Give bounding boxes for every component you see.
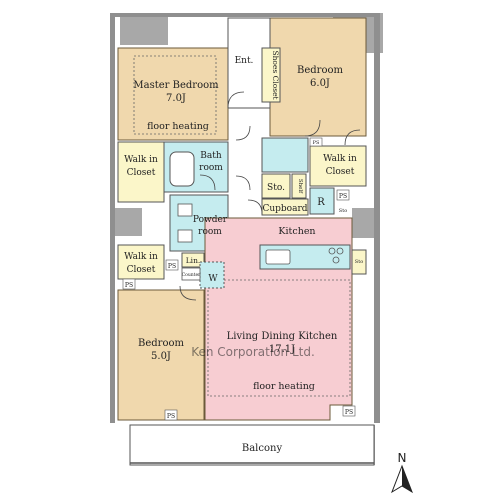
toilet-area — [261, 137, 309, 173]
shelf-area — [291, 173, 307, 199]
south-bedroom-size: 5.0J — [151, 351, 171, 362]
master-bedroom-area — [117, 47, 229, 141]
ps-marker-5: PS — [345, 409, 353, 416]
walk-in-closet-left-area — [117, 141, 165, 203]
north-arrow-icon: N — [391, 451, 413, 494]
ldk-label: Living Dining Kitchen — [227, 331, 338, 342]
compass-label: N — [398, 451, 407, 465]
linen-label: Lin. — [186, 256, 201, 265]
cupboard-label: Cupboard — [262, 204, 307, 214]
stove-burner-3 — [332, 256, 340, 264]
refrigerator-label: R — [317, 197, 325, 208]
ldk-heating-zone — [207, 279, 351, 397]
sto-small-label-1: Sto — [339, 208, 347, 214]
walk-in-closet-lower-line1: Walk in — [124, 252, 158, 262]
bath-label-line1: Bath — [200, 151, 222, 161]
stove-burner-2 — [336, 247, 344, 255]
ldk-heating-note: floor heating — [253, 381, 315, 392]
ps-marker-2: PS — [168, 263, 176, 270]
north-bedroom-size: 6.0J — [310, 78, 330, 89]
entrance-label: Ent. — [235, 56, 254, 66]
counter-area — [181, 267, 201, 281]
shelf-label: Shelf — [297, 179, 303, 194]
ps-markers: PS PS PS PS PS PS Sto Sto — [122, 137, 363, 421]
balcony-area — [129, 424, 375, 466]
stove-burner-1 — [328, 247, 336, 255]
south-bedroom-label: Bedroom — [138, 338, 184, 349]
powder-label-line2: room — [198, 227, 222, 237]
linen-area — [181, 252, 205, 268]
refrigerator-area — [309, 187, 335, 215]
walk-in-closet-right-line1: Walk in — [323, 154, 357, 164]
counter-label: Counter — [182, 272, 201, 278]
master-bedroom-size: 7.0J — [166, 93, 186, 104]
master-bedroom-heating-note: floor heating — [147, 121, 209, 132]
storage-area — [261, 173, 291, 199]
walk-in-closet-lower-area — [117, 244, 165, 280]
master-bedroom-heating-zone — [133, 55, 217, 135]
kitchen-sink — [265, 249, 291, 265]
ps-marker-6: PS — [313, 140, 320, 146]
walk-in-closet-left-line1: Walk in — [124, 155, 158, 165]
watermark: Ken Corporation Ltd. — [191, 345, 315, 359]
door-swings — [179, 91, 361, 301]
ps-marker-1: PS — [339, 193, 347, 200]
shoes-closet-label: Shoes Closet — [271, 50, 280, 99]
bath-label-line2: room — [199, 163, 223, 173]
master-bedroom-label: Master Bedroom — [133, 80, 219, 91]
sto-small-label-2: Sto — [355, 259, 363, 265]
ps-marker-3: PS — [125, 282, 133, 289]
sto-small-box — [351, 249, 367, 275]
shoes-closet-area — [261, 47, 281, 103]
ps-marker-4: PS — [167, 413, 175, 420]
walk-in-closet-right-area — [309, 145, 367, 187]
washer-area — [199, 261, 225, 289]
kitchen-label: Kitchen — [278, 226, 315, 237]
sink-2 — [177, 229, 193, 243]
walk-in-closet-right-line2: Closet — [326, 167, 355, 177]
outer-walls — [110, 13, 380, 423]
walk-in-closet-left-line2: Closet — [127, 168, 156, 178]
cupboard-area — [261, 198, 309, 216]
north-bedroom-label: Bedroom — [297, 65, 343, 76]
south-bedroom-area — [117, 289, 205, 421]
storage-label: Sto. — [267, 183, 285, 193]
balcony-label: Balcony — [242, 443, 283, 454]
sink-1 — [177, 203, 193, 217]
walk-in-closet-lower-line2: Closet — [127, 265, 156, 275]
powder-label-line1: Powder — [193, 215, 228, 225]
north-bedroom-area — [269, 17, 367, 137]
bathtub — [169, 151, 195, 187]
washer-label: W — [208, 274, 218, 284]
ldk-size: 17.1J — [269, 344, 295, 355]
